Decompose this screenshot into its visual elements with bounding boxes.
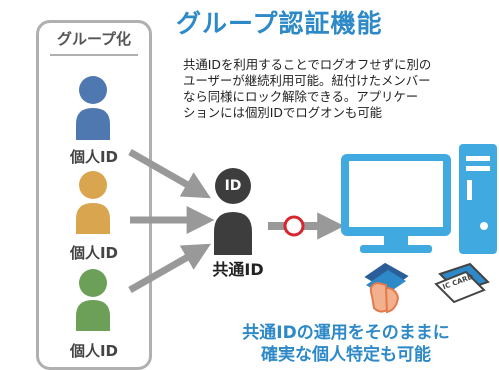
- summary-line: 確実な個人特定も可能: [261, 345, 431, 365]
- arrow-icon: [128, 148, 211, 199]
- personal-id-label: 個人ID: [69, 342, 119, 360]
- lock-ring-icon: [283, 215, 305, 237]
- id-badge-text: ID: [224, 178, 242, 194]
- hand-card-icon: [361, 261, 412, 314]
- personal-id-label: 個人ID: [69, 244, 119, 262]
- description: 共通IDを利用することでログオフせずに別の ユーザーが継続利用可能。紐付けたメン…: [183, 57, 499, 121]
- personal-id-label: 個人ID: [69, 148, 119, 166]
- description-line: 共通IDを利用することでログオフせずに別の: [183, 57, 432, 72]
- person-icon-green: [76, 269, 110, 331]
- pc-icon: [341, 144, 497, 254]
- description-line: ユーザーが継続利用可能。紐付けたメンバー: [183, 73, 431, 88]
- group-divider: [50, 54, 138, 56]
- summary-line: 共通IDの運用をそのままに: [242, 323, 450, 343]
- shared-id-label: 共通ID: [212, 260, 264, 279]
- group-label: グループ化: [56, 30, 132, 48]
- arrow-icon: [128, 243, 211, 294]
- page-title: グループ認証機能: [176, 9, 383, 38]
- shared-id-person-icon: [214, 168, 252, 255]
- person-icon-blue: [76, 76, 110, 140]
- summary-text: 共通IDの運用をそのままに 確実な個人特定も可能: [196, 322, 496, 366]
- description-line: なら同様にロック解除できる。アプリケー: [183, 89, 419, 104]
- description-line: ションには個別IDでログオンも可能: [183, 105, 383, 120]
- ic-card-icon: [434, 262, 490, 304]
- person-icon-yellow: [76, 171, 110, 234]
